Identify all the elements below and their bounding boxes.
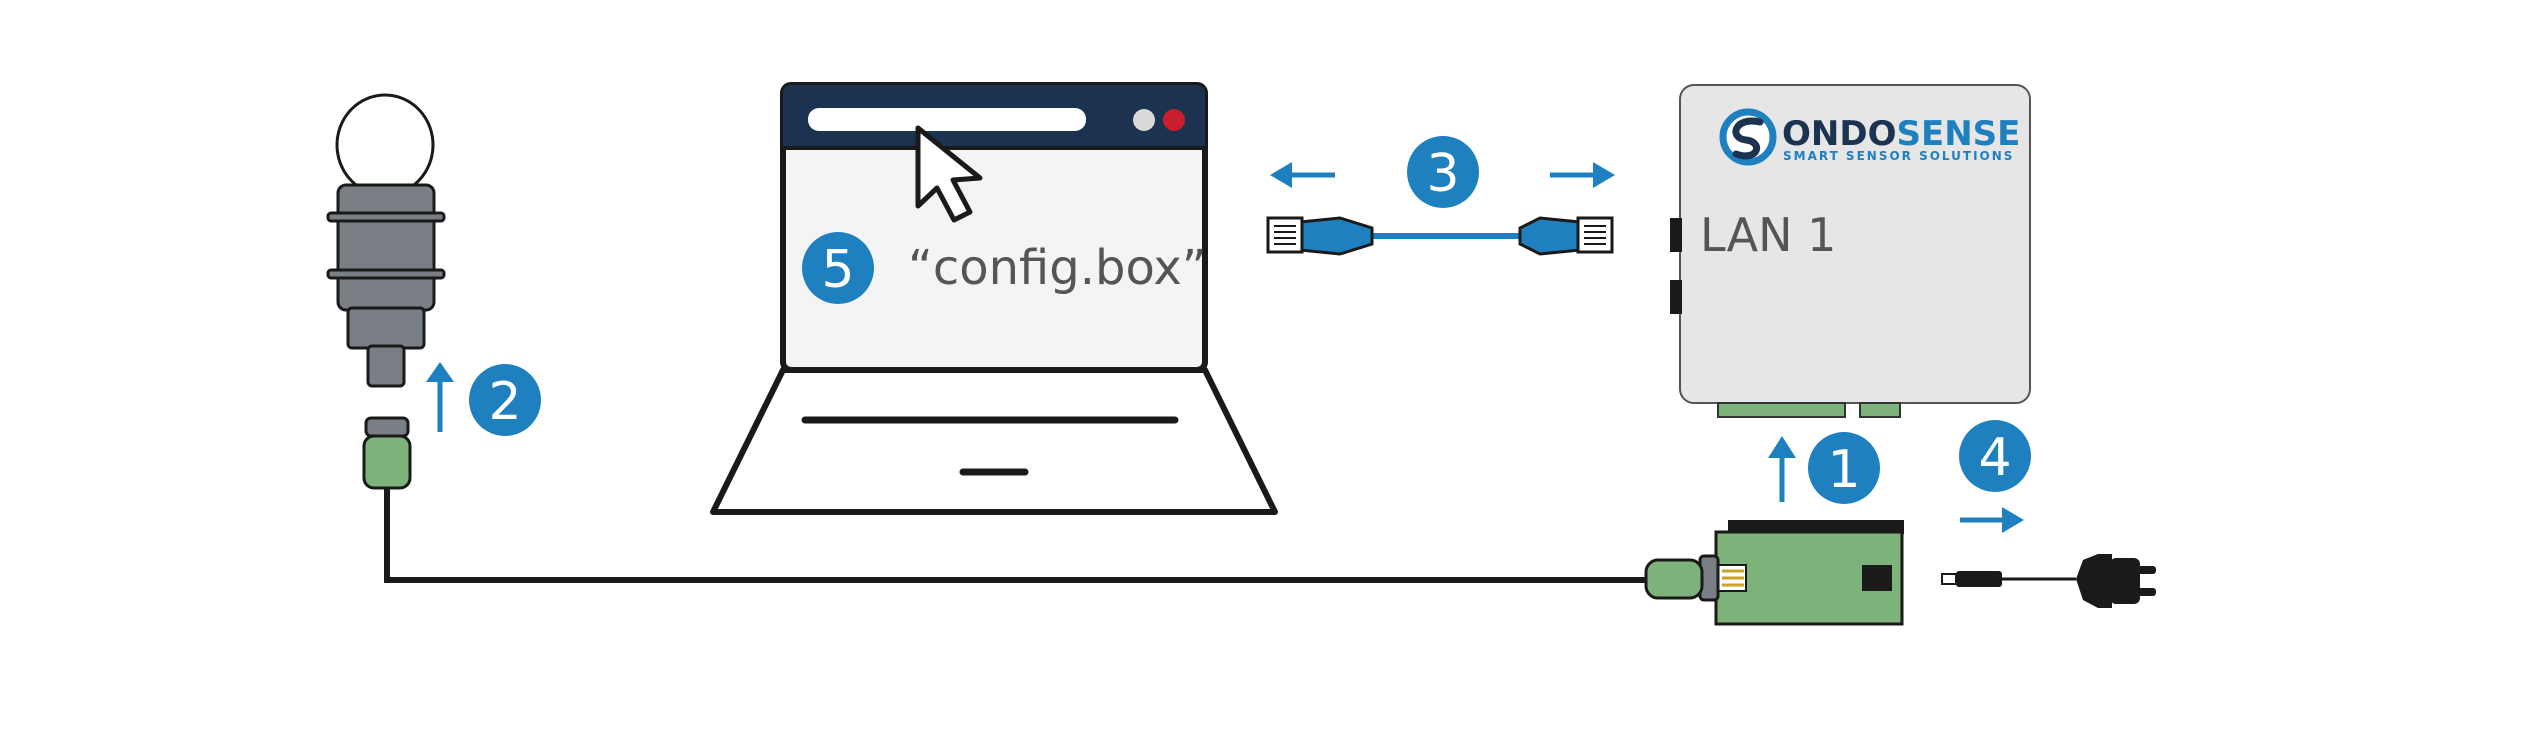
power-plug-icon xyxy=(1941,554,2156,608)
step-4-number: 4 xyxy=(1978,428,2011,488)
device-box-icon xyxy=(1670,84,2031,418)
step-3-number: 3 xyxy=(1426,144,1459,204)
step-1-badge: 1 xyxy=(1808,432,1880,504)
step-3-badge: 3 xyxy=(1407,136,1479,208)
cursor-icon xyxy=(915,125,983,223)
step-2-arrow xyxy=(426,362,454,432)
ethernet-cable-icon xyxy=(1266,216,1614,256)
step-1-number: 1 xyxy=(1827,440,1860,500)
port-label: LAN 1 xyxy=(1700,208,1836,262)
step-4-badge: 4 xyxy=(1959,420,2031,492)
sensor-icon xyxy=(326,93,446,388)
step-5-number: 5 xyxy=(821,240,854,300)
brand-logo-icon xyxy=(1719,108,1777,166)
circuit-board-icon xyxy=(1644,520,1904,626)
step-4-arrow xyxy=(1960,507,2024,533)
browser-minimize-button[interactable] xyxy=(1133,109,1155,131)
step-3-left-arrow xyxy=(1270,162,1335,188)
step-2-number: 2 xyxy=(488,372,521,432)
brand-name: ONDOSENSE xyxy=(1782,114,2020,154)
browser-close-button[interactable] xyxy=(1163,109,1185,131)
step-3-right-arrow xyxy=(1550,162,1615,188)
sensor-connector-icon xyxy=(362,416,412,490)
step-1-arrow xyxy=(1768,436,1796,502)
browser-address-bar[interactable] xyxy=(808,108,1086,131)
brand-tagline: SMART SENSOR SOLUTIONS xyxy=(1783,149,2014,163)
step-2-badge: 2 xyxy=(469,364,541,436)
step-5-badge: 5 xyxy=(802,232,874,304)
sensor-cable xyxy=(384,488,1660,583)
browser-url-text: “config.box” xyxy=(908,240,1207,296)
laptop-icon xyxy=(710,82,1278,515)
